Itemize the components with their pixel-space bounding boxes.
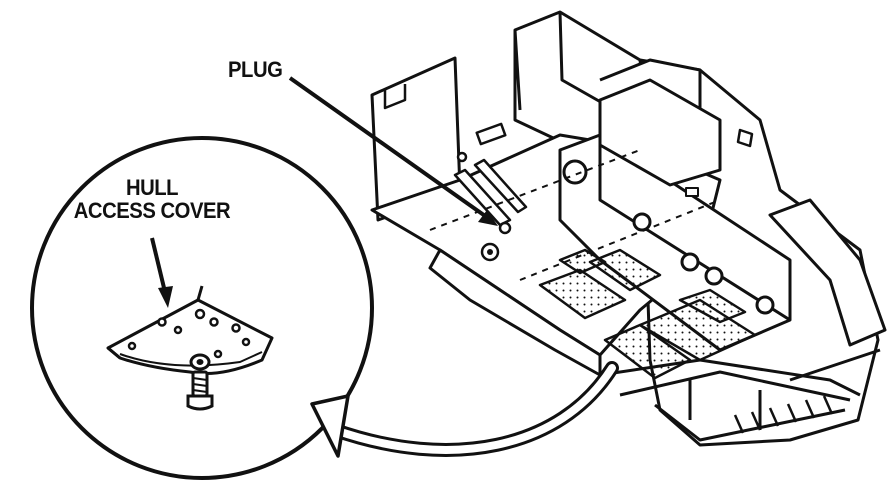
hull-access-cover-label-line1: HULL xyxy=(125,175,179,200)
detail-reference-arrow xyxy=(310,361,619,458)
hull-assembly xyxy=(370,10,887,447)
hull-access-cover-label: HULL ACCESS COVER xyxy=(60,176,244,222)
detail-inset xyxy=(30,136,374,480)
plug-label: PLUG xyxy=(228,57,283,82)
bolt-and-washer xyxy=(186,353,214,411)
hull-access-cover-label-line2: ACCESS COVER xyxy=(73,198,231,224)
plug-leader-arrow xyxy=(288,76,498,226)
access-cover-leader-arrow xyxy=(150,237,173,308)
access-cover-plate xyxy=(106,285,274,375)
